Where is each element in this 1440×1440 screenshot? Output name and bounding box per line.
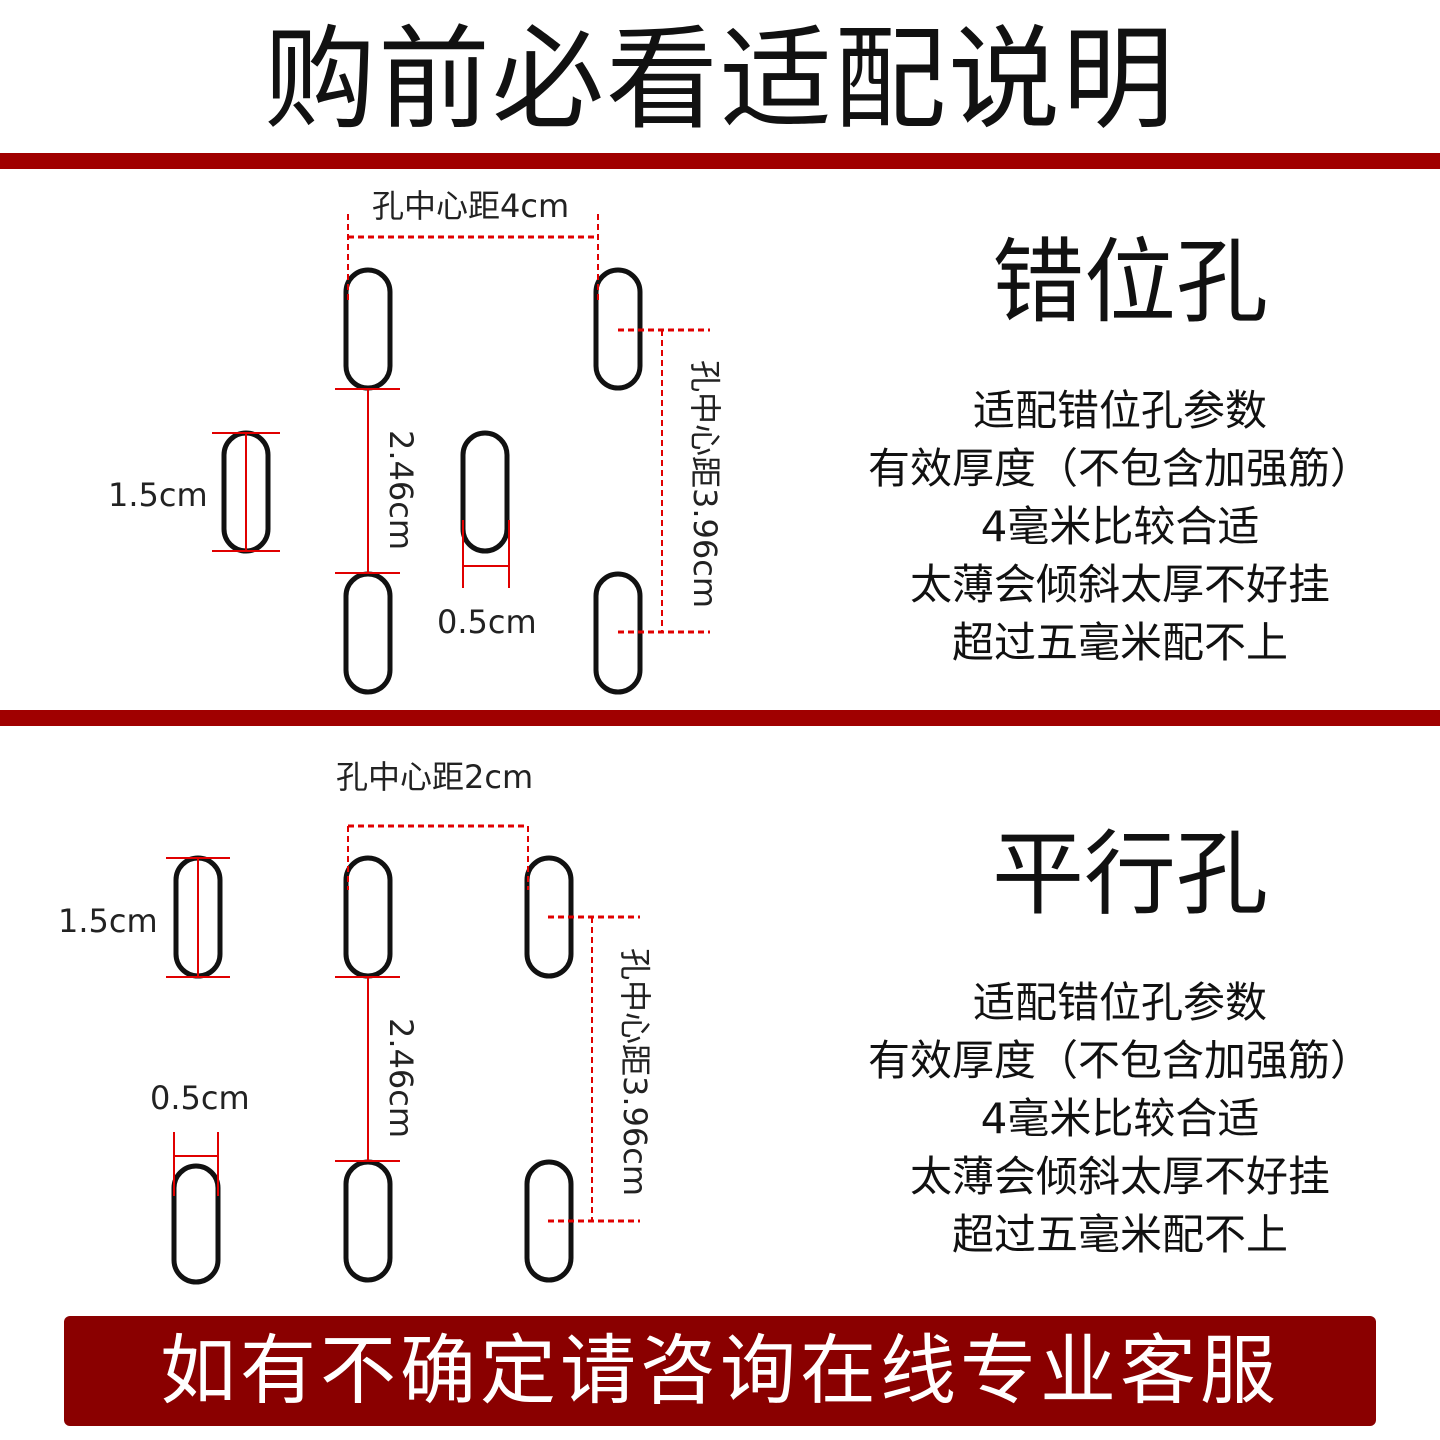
param-line: 有效厚度（不包含加强筋）	[867, 444, 1372, 493]
staggered-hole-diagram: 孔中心距4cm 2.46cm 孔中心距3.96cm 1.5cm 0.5cm	[108, 187, 724, 695]
param-line: 4毫米比较合适	[980, 502, 1260, 551]
page-title: 购前必看适配说明	[264, 15, 1176, 145]
hole-bottom-left	[343, 1159, 393, 1283]
width-label: 0.5cm	[437, 603, 537, 641]
hole-bottom-left	[343, 571, 393, 695]
section1-heading: 错位孔	[991, 229, 1268, 336]
middle-divider	[0, 710, 1440, 726]
length-label: 1.5cm	[58, 902, 158, 940]
section2-heading: 平行孔	[991, 821, 1268, 928]
param-line: 太薄会倾斜太厚不好挂	[909, 560, 1330, 609]
v-center-label: 孔中心距3.96cm	[616, 948, 654, 1196]
hole-top-left	[343, 267, 393, 391]
param-line: 有效厚度（不包含加强筋）	[867, 1036, 1372, 1085]
param-line: 4毫米比较合适	[980, 1094, 1260, 1143]
hole-sample-small	[171, 1163, 221, 1285]
hole-middle	[460, 430, 510, 554]
hole-top-left	[343, 855, 393, 979]
param-line: 超过五毫米配不上	[951, 1210, 1288, 1259]
top-divider	[0, 153, 1440, 169]
gap-label: 2.46cm	[382, 430, 420, 550]
section1-params: 适配错位孔参数 有效厚度（不包含加强筋） 4毫米比较合适 太薄会倾斜太厚不好挂 …	[800, 382, 1440, 672]
section2-params: 适配错位孔参数 有效厚度（不包含加强筋） 4毫米比较合适 太薄会倾斜太厚不好挂 …	[800, 974, 1440, 1264]
param-line: 适配错位孔参数	[972, 386, 1267, 435]
gap-label: 2.46cm	[382, 1018, 420, 1138]
param-line: 适配错位孔参数	[972, 978, 1267, 1027]
h-center-label: 孔中心距2cm	[336, 758, 533, 796]
width-label: 0.5cm	[150, 1079, 250, 1117]
length-label: 1.5cm	[108, 476, 208, 514]
parallel-hole-diagram: 孔中心距2cm 2.46cm 孔中心距3.96cm 1.5cm 0.5cm	[58, 758, 654, 1285]
v-center-label: 孔中心距3.96cm	[686, 360, 724, 608]
param-line: 太薄会倾斜太厚不好挂	[909, 1152, 1330, 1201]
h-center-label: 孔中心距4cm	[372, 187, 569, 225]
consult-banner: 如有不确定请咨询在线专业客服	[64, 1316, 1376, 1426]
param-line: 超过五毫米配不上	[951, 618, 1288, 667]
